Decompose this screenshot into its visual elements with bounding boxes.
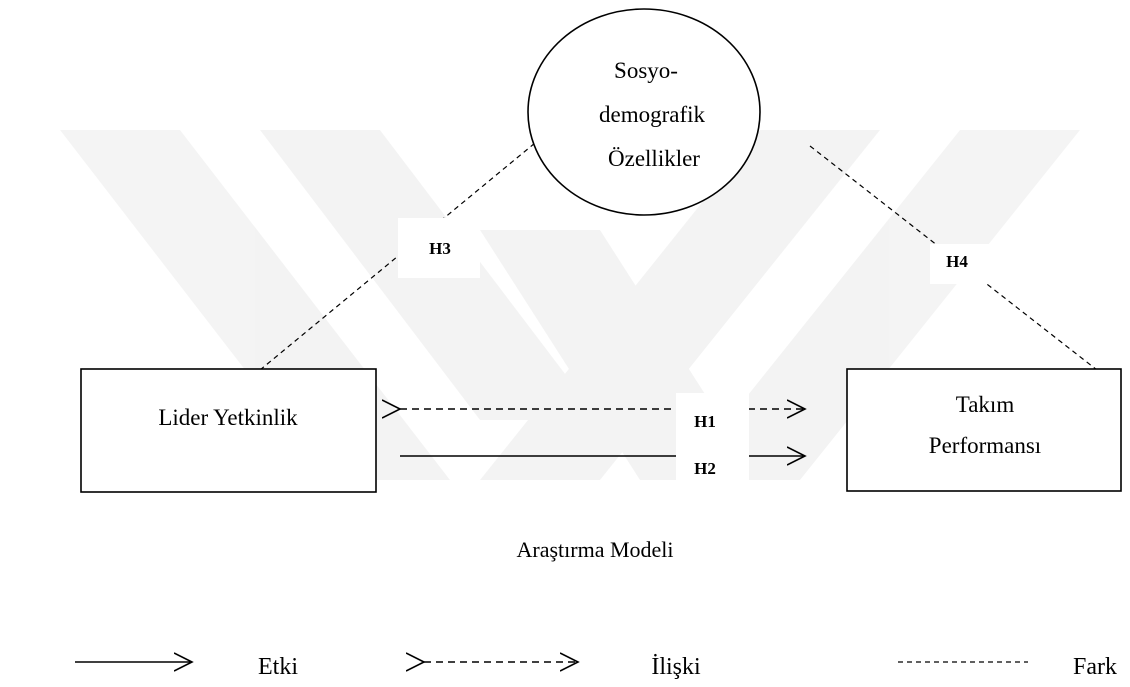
h3-label: H3 — [429, 239, 451, 258]
socio-label-line-1: Sosyo- — [614, 58, 678, 83]
legend-relation-label: İlişki — [651, 654, 701, 680]
h1-h2-label-background — [676, 393, 749, 488]
legend: Etki İlişki Fark — [75, 654, 1117, 680]
team-performance-node — [846, 368, 1122, 492]
team-label-line-2: Performansı — [929, 433, 1041, 458]
h1-label: H1 — [694, 412, 716, 431]
h2-label: H2 — [694, 459, 716, 478]
h4-label: H4 — [946, 252, 968, 271]
h4-label-background — [930, 244, 996, 284]
team-label-line-1: Takım — [956, 392, 1015, 417]
socio-demographic-node — [527, 8, 761, 216]
h3-dashed-link — [259, 142, 536, 371]
leader-label: Lider Yetkinlik — [158, 405, 298, 430]
h3-label-background — [398, 218, 480, 278]
diagram-caption: Araştırma Modeli — [516, 537, 673, 562]
legend-effect-label: Etki — [258, 654, 298, 680]
socio-label-line-3: Özellikler — [608, 146, 700, 171]
socio-label-line-2: demografik — [599, 102, 706, 127]
leader-competency-node — [80, 368, 377, 493]
legend-difference-label: Fark — [1073, 654, 1117, 680]
